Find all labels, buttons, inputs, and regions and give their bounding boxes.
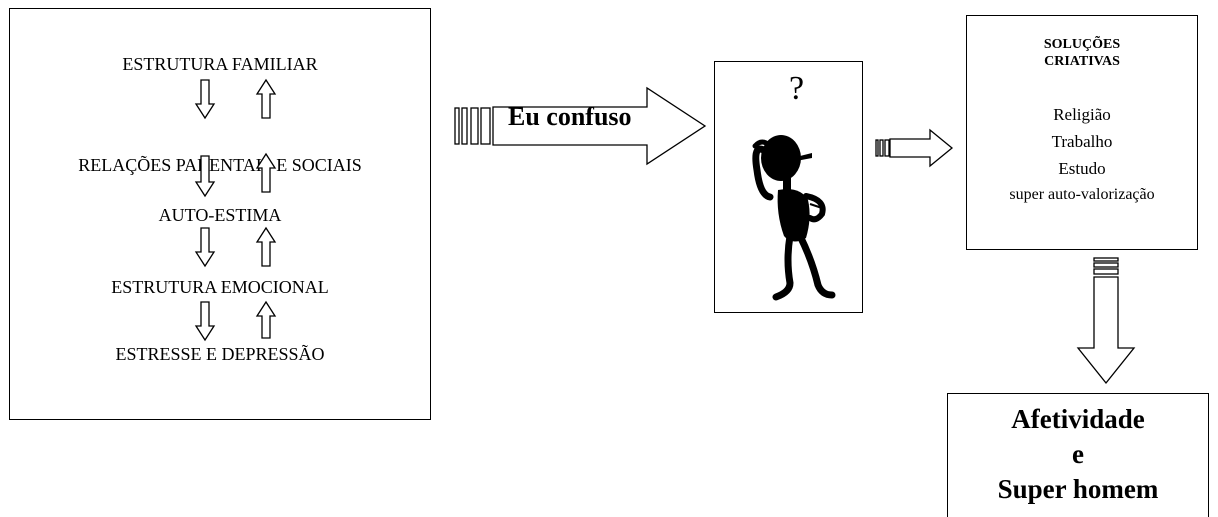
down-arrow-icon — [194, 79, 216, 342]
solutions-title-line2: CRIATIVAS — [1044, 54, 1120, 69]
solution-item: Trabalho — [1051, 132, 1113, 151]
level-estresse-depressao: ESTRESSE E DEPRESSÃO — [115, 344, 325, 364]
result-line2: e — [1072, 439, 1084, 469]
solutions-panel: SOLUÇÕES CRIATIVAS Religião Trabalho Est… — [966, 15, 1198, 250]
up-arrow-icon — [255, 78, 277, 339]
main-arrow-icon — [454, 86, 707, 166]
solution-item: Estudo — [1058, 159, 1106, 178]
result-panel: Afetividade e Super homem — [947, 393, 1209, 517]
big-down-arrow-icon — [1076, 257, 1136, 385]
level-relacoes-parentais: RELAÇÕES PARENTAIS E SOCIAIS — [78, 155, 362, 175]
level-estrutura-familiar: ESTRUTURA FAMILIAR — [122, 54, 318, 74]
result-line1: Afetividade — [1011, 404, 1145, 434]
solutions-title-line1: SOLUÇÕES — [1043, 37, 1121, 52]
solution-item: Religião — [1053, 105, 1111, 124]
solutions-title: SOLUÇÕES CRIATIVAS — [967, 36, 1197, 70]
level-auto-estima: AUTO-ESTIMA — [158, 205, 282, 225]
confused-man-icon — [752, 135, 836, 301]
level-estrutura-emocional: ESTRUTURA EMOCIONAL — [111, 277, 329, 297]
solution-item: super auto-valorização — [1009, 186, 1155, 203]
question-mark: ? — [789, 70, 805, 107]
small-right-arrow-icon — [875, 128, 954, 168]
main-arrow-label: Eu confuso — [508, 102, 632, 131]
result-line3: Super homem — [997, 474, 1159, 504]
causes-panel: ESTRUTURA FAMILIAR RELAÇÕES PARENTAIS E … — [9, 8, 431, 420]
